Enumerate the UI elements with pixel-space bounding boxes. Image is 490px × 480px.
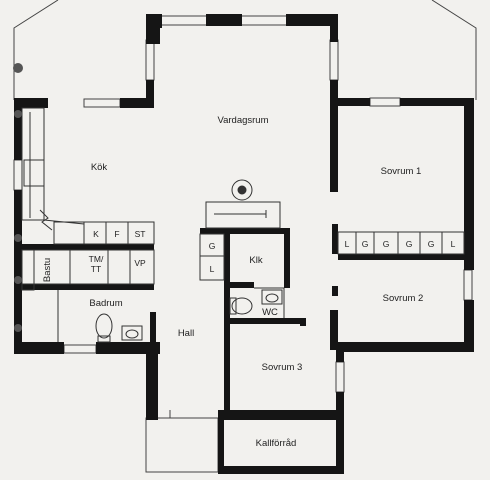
walls (14, 14, 474, 474)
closet-label-l-bed-2: L (451, 239, 456, 249)
room-label-kok: Kök (91, 162, 108, 173)
closet-label-g-bed-4: G (428, 239, 435, 249)
fixture-label-vp: VP (134, 258, 146, 268)
fixture-label-f: F (114, 229, 119, 239)
room-label-vardagsrum: Vardagsrum (217, 115, 268, 126)
closets (199, 231, 465, 281)
room-label-wc: WC (262, 307, 278, 318)
room-label-klk: Klk (249, 255, 262, 266)
kitchen-counter (21, 107, 155, 285)
closet-label-g-bed-1: G (362, 239, 369, 249)
fixture-label-tm: TM/ (89, 254, 104, 264)
closet-label-g-bed-2: G (383, 239, 390, 249)
fixture-label-k: K (93, 229, 99, 239)
wall-markers (13, 63, 23, 332)
room-label-sovrum-3: Sovrum 3 (262, 362, 303, 373)
room-label-hall: Hall (178, 328, 194, 339)
room-label-sovrum-2: Sovrum 2 (383, 293, 424, 304)
fixture-label-st: ST (135, 229, 146, 239)
closet-label-g-hall: G (209, 241, 216, 251)
fireplace (205, 179, 281, 229)
room-label-badrum: Badrum (89, 298, 122, 309)
bath-fixtures (21, 249, 285, 343)
closet-label-l-hall: L (210, 264, 215, 274)
closet-label-g-bed-3: G (406, 239, 413, 249)
room-label-kallforrad: Kallförråd (256, 438, 297, 449)
fixture-label-tt: TT (91, 264, 101, 274)
room-label-bastu: Bastu (42, 258, 53, 282)
closet-label-l-bed: L (345, 239, 350, 249)
room-label-sovrum-1: Sovrum 1 (381, 166, 422, 177)
